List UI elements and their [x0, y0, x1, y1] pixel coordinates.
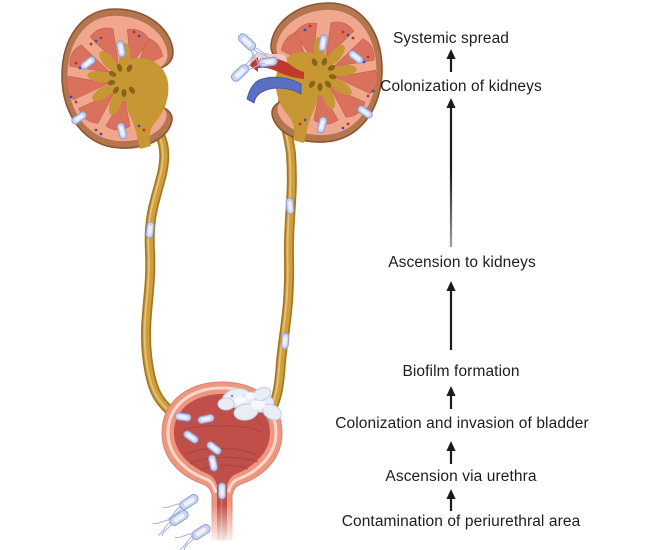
stage-label-contamination-of-periurethral-area: Contamination of periurethral area	[341, 513, 581, 531]
bacterium-icon	[218, 482, 226, 500]
right-ureter	[264, 85, 297, 419]
stage-label-systemic-spread: Systemic spread	[392, 30, 510, 48]
up-arrow-icon	[446, 281, 456, 350]
renal-vessels	[228, 30, 304, 104]
bacterium-icon	[145, 221, 155, 239]
bacterium-icon	[285, 197, 295, 215]
bacterium-icon	[280, 332, 290, 350]
up-arrow-icon	[446, 489, 456, 511]
up-arrow-icon	[446, 98, 456, 247]
stage-label-colonization-of-kidneys: Colonization of kidneys	[380, 78, 542, 96]
stage-label-colonization-and-invasion-of-bladder: Colonization and invasion of bladder	[335, 415, 589, 433]
stage-label-ascension-via-urethra: Ascension via urethra	[385, 468, 537, 486]
stage-label-ascension-to-kidneys: Ascension to kidneys	[388, 254, 536, 272]
up-arrow-icon	[446, 441, 456, 464]
left-ureter	[140, 117, 181, 421]
stage-label-biofilm-formation: Biofilm formation	[402, 363, 520, 381]
biofilm	[217, 387, 282, 422]
left-kidney	[62, 9, 173, 149]
renal-vein	[246, 76, 302, 104]
up-arrow-icon	[446, 386, 456, 409]
up-arrow-icon	[446, 49, 456, 72]
